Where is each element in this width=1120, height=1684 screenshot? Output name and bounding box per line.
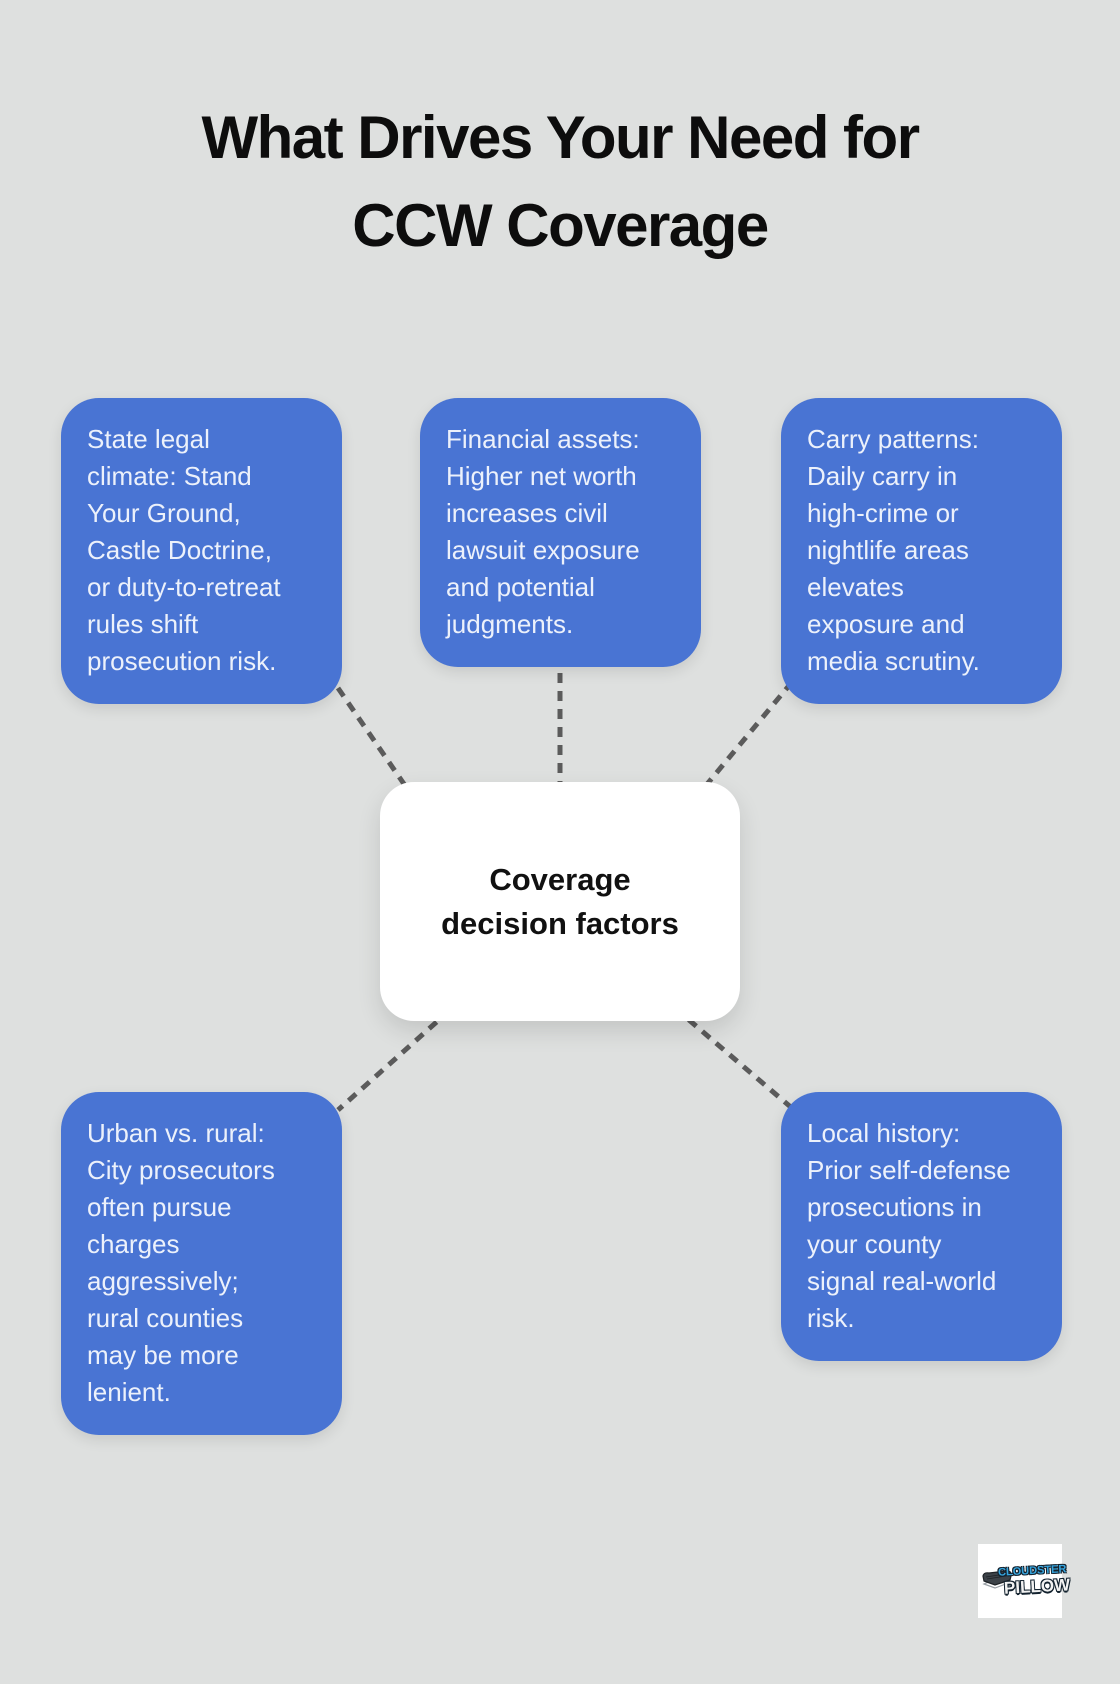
factor-node-urban-vs-rural: Urban vs. rural: City prosecutors often … <box>61 1092 342 1435</box>
connector-bottom-left <box>336 1008 452 1112</box>
connector-top-left <box>335 686 418 802</box>
page-title: What Drives Your Need for CCW Coverage <box>201 104 920 259</box>
brand-logo-inner: CLOUDSTER PILLOW <box>978 1544 1071 1618</box>
connector-top-right <box>696 680 794 797</box>
connector-bottom-right <box>673 1006 802 1117</box>
factor-node-local-history: Local history: Prior self-defense prosec… <box>781 1092 1062 1361</box>
factor-node-state-legal-climate: State legal climate: Stand Your Ground, … <box>61 398 342 704</box>
center-node: Coverage decision factors <box>380 782 740 1021</box>
brand-logo: CLOUDSTER PILLOW <box>978 1544 1071 1618</box>
center-node-label: Coverage decision factors <box>441 861 679 941</box>
pillow-icon <box>982 1570 1013 1589</box>
logo-text-pillow: PILLOW <box>1003 1575 1071 1598</box>
factor-node-financial-assets: Financial assets: Higher net worth incre… <box>420 398 701 667</box>
factor-node-carry-patterns: Carry patterns: Daily carry in high-crim… <box>781 398 1062 704</box>
